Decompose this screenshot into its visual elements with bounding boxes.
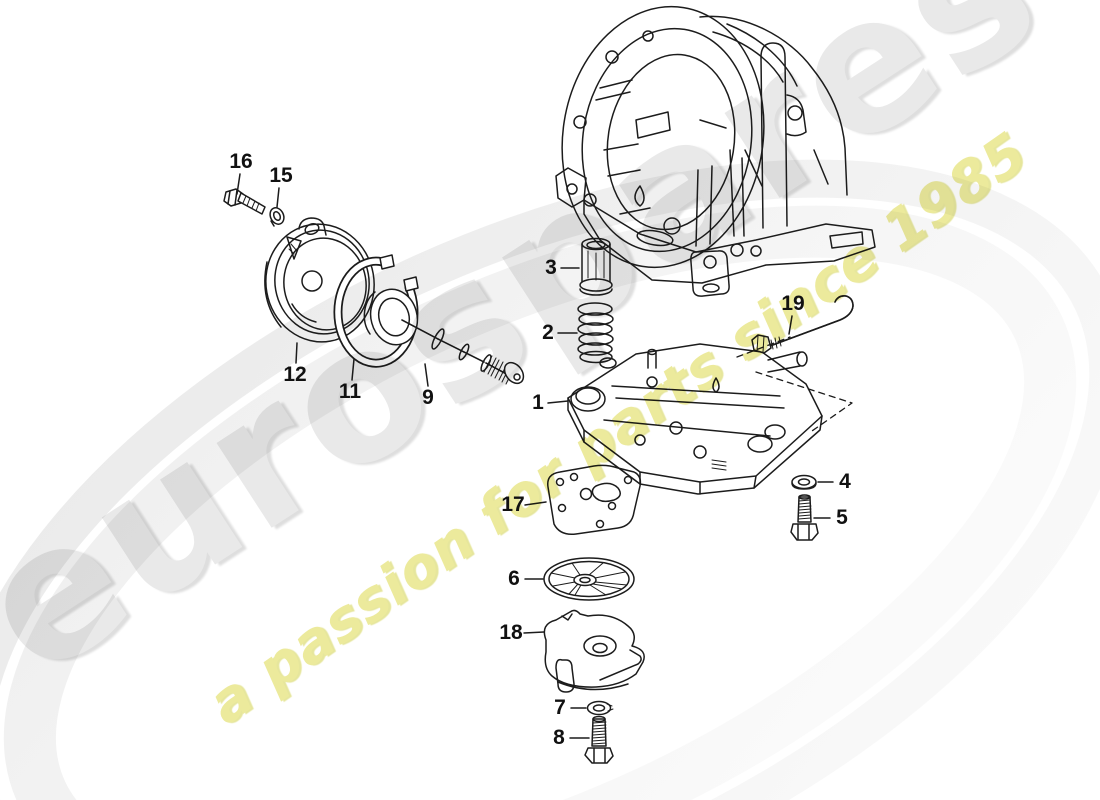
leader-line-9: [424, 363, 429, 387]
leader-line-17: [524, 501, 547, 506]
cover-plate-18: [543, 609, 645, 693]
leader-line-11: [351, 358, 355, 381]
washer-4: [791, 474, 817, 490]
callout-label-9: 9: [422, 386, 434, 409]
reference-dashed-lines: [736, 336, 853, 432]
callout-label-19: 19: [781, 292, 805, 315]
strainer-6: [543, 557, 635, 601]
bolt-5: [790, 494, 819, 541]
callout-label-2: 2: [542, 321, 554, 344]
spring-2: [577, 302, 614, 364]
bolt-8: [584, 715, 614, 764]
callout-label-12: 12: [283, 363, 307, 386]
leader-lines: [236, 173, 834, 739]
callout-label-1: 1: [532, 391, 544, 414]
pipe-19: [751, 295, 854, 354]
callout-label-16: 16: [229, 150, 253, 173]
filter-3: [579, 237, 613, 296]
gasket-17: [547, 464, 642, 536]
oil-pump-cover-12: [264, 217, 375, 343]
leader-line-16: [236, 173, 241, 195]
callout-label-4: 4: [839, 470, 851, 493]
bolt-16: [223, 188, 266, 215]
leader-line-18: [523, 631, 545, 634]
callout-label-18: 18: [499, 621, 523, 644]
callout-label-15: 15: [269, 164, 293, 187]
callout-label-17: 17: [501, 493, 525, 516]
callout-label-8: 8: [553, 726, 565, 749]
leader-line-19: [788, 315, 793, 335]
pump-shaft-9: [363, 288, 525, 385]
lock-washer-7: [586, 700, 614, 716]
callout-label-11: 11: [338, 380, 362, 403]
callout-label-6: 6: [508, 567, 520, 590]
leader-line-15: [276, 187, 280, 208]
callout-label-3: 3: [545, 256, 557, 279]
callout-label-7: 7: [554, 696, 566, 719]
washer-15: [269, 207, 285, 227]
callout-label-5: 5: [836, 506, 848, 529]
leader-line-1: [547, 400, 569, 404]
leader-line-12: [295, 342, 298, 364]
